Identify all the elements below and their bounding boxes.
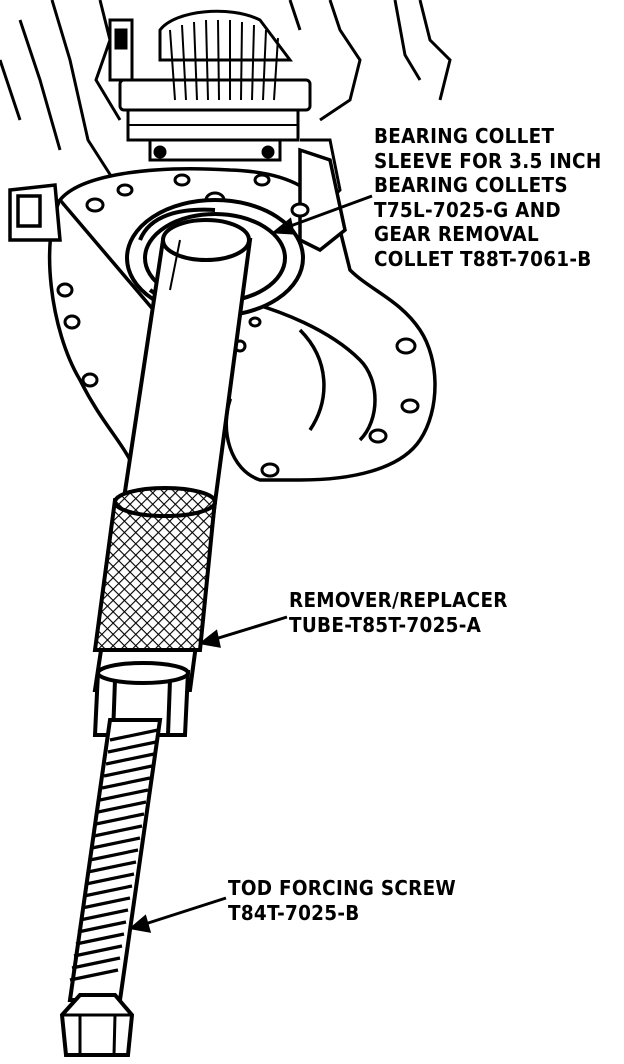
remover-replacer-tube — [92, 218, 253, 692]
remover-tube-label-line-1: REMOVER/REPLACER — [289, 588, 508, 612]
forcing-screw-hex-head — [59, 993, 135, 1057]
leader-forcing-screw — [128, 896, 227, 933]
leader-collet-sleeve — [270, 194, 373, 235]
collet-sleeve-label: BEARING COLLET SLEEVE FOR 3.5 INCH BEARI… — [374, 124, 602, 271]
forcing-screw-label: TOD FORCING SCREW T84T-7025-B — [228, 876, 456, 925]
collet-sleeve-label-line-1: BEARING COLLET — [374, 124, 555, 148]
forcing-screw — [67, 718, 163, 1002]
collet-sleeve-label-line-3: BEARING COLLETS — [374, 173, 568, 197]
remover-tube-label-line-2: TUBE-T85T-7025-A — [289, 612, 482, 637]
gear-assembly — [0, 0, 452, 212]
forcing-screw-label-line-2: T84T-7025-B — [228, 900, 360, 925]
remover-tube-label: REMOVER/REPLACER TUBE-T85T-7025-A — [289, 588, 508, 637]
collet-sleeve-label-line-4: T75L-7025-G AND — [374, 197, 561, 222]
collet-sleeve-label-line-6: COLLET T88T-7061-B — [374, 246, 592, 271]
forcing-screw-label-line-1: TOD FORCING SCREW — [228, 876, 457, 900]
leader-remover-tube — [198, 615, 288, 648]
collet-sleeve-label-line-2: SLEEVE FOR 3.5 INCH — [374, 148, 602, 173]
collet-sleeve-label-line-5: GEAR REMOVAL — [374, 222, 539, 246]
